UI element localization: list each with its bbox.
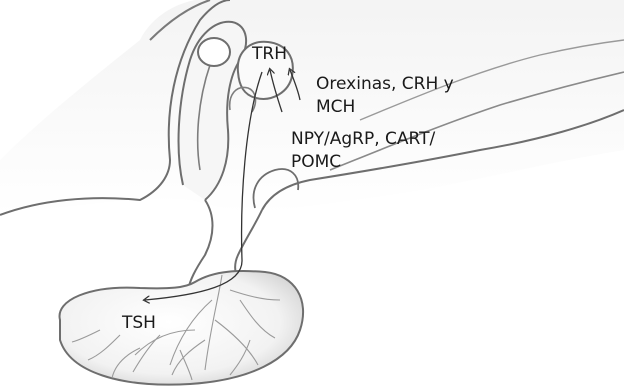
label-npy-line1: NPY/AgRP, CART/ xyxy=(291,128,435,150)
pituitary-gland xyxy=(60,271,304,385)
label-orexinas-line1: Orexinas, CRH y xyxy=(316,73,454,95)
label-npy-line2: POMC xyxy=(291,151,341,173)
label-trh: TRH xyxy=(252,43,287,65)
brain-outline-shading xyxy=(0,0,624,215)
anterior-commissure xyxy=(198,38,230,66)
label-orexinas-line2: MCH xyxy=(316,96,355,118)
label-tsh: TSH xyxy=(122,312,156,334)
